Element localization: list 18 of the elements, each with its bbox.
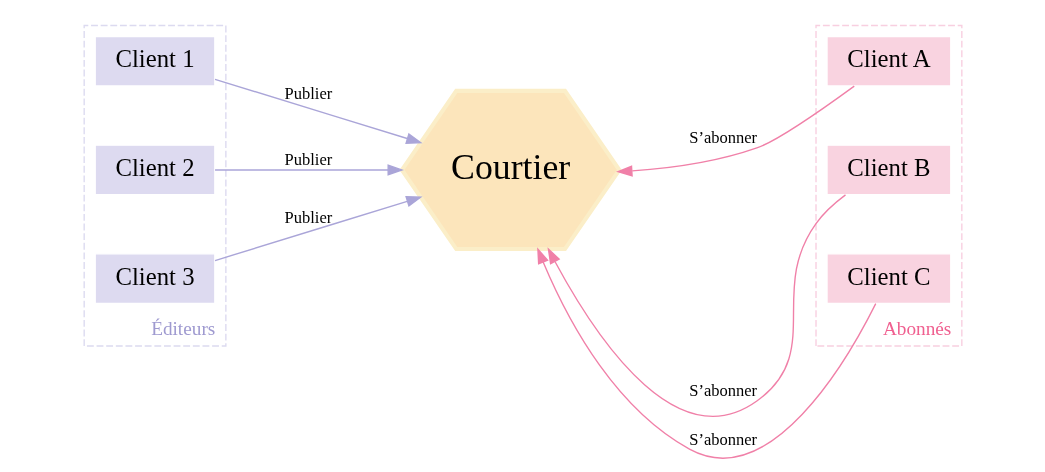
edge-label: Publier <box>284 149 332 169</box>
node-box: Client C <box>825 252 951 304</box>
arrow <box>213 78 423 144</box>
node-box: Client 2 <box>94 144 216 195</box>
node-box: Client 3 <box>94 252 216 304</box>
arrow <box>546 193 846 417</box>
arrow <box>536 246 876 458</box>
node-box: Client 1 <box>94 35 216 87</box>
edge-label: S’abonner <box>688 429 757 449</box>
edge-label: S’abonner <box>688 127 757 147</box>
edge-label: Publier <box>284 207 332 227</box>
node-box: Client A <box>825 35 951 87</box>
arrow <box>213 195 423 261</box>
edge-label: Publier <box>284 83 332 103</box>
arrow <box>213 163 404 176</box>
edge-label: S’abonner <box>688 380 757 400</box>
node-box: Client B <box>825 144 951 195</box>
arrow <box>615 84 855 177</box>
